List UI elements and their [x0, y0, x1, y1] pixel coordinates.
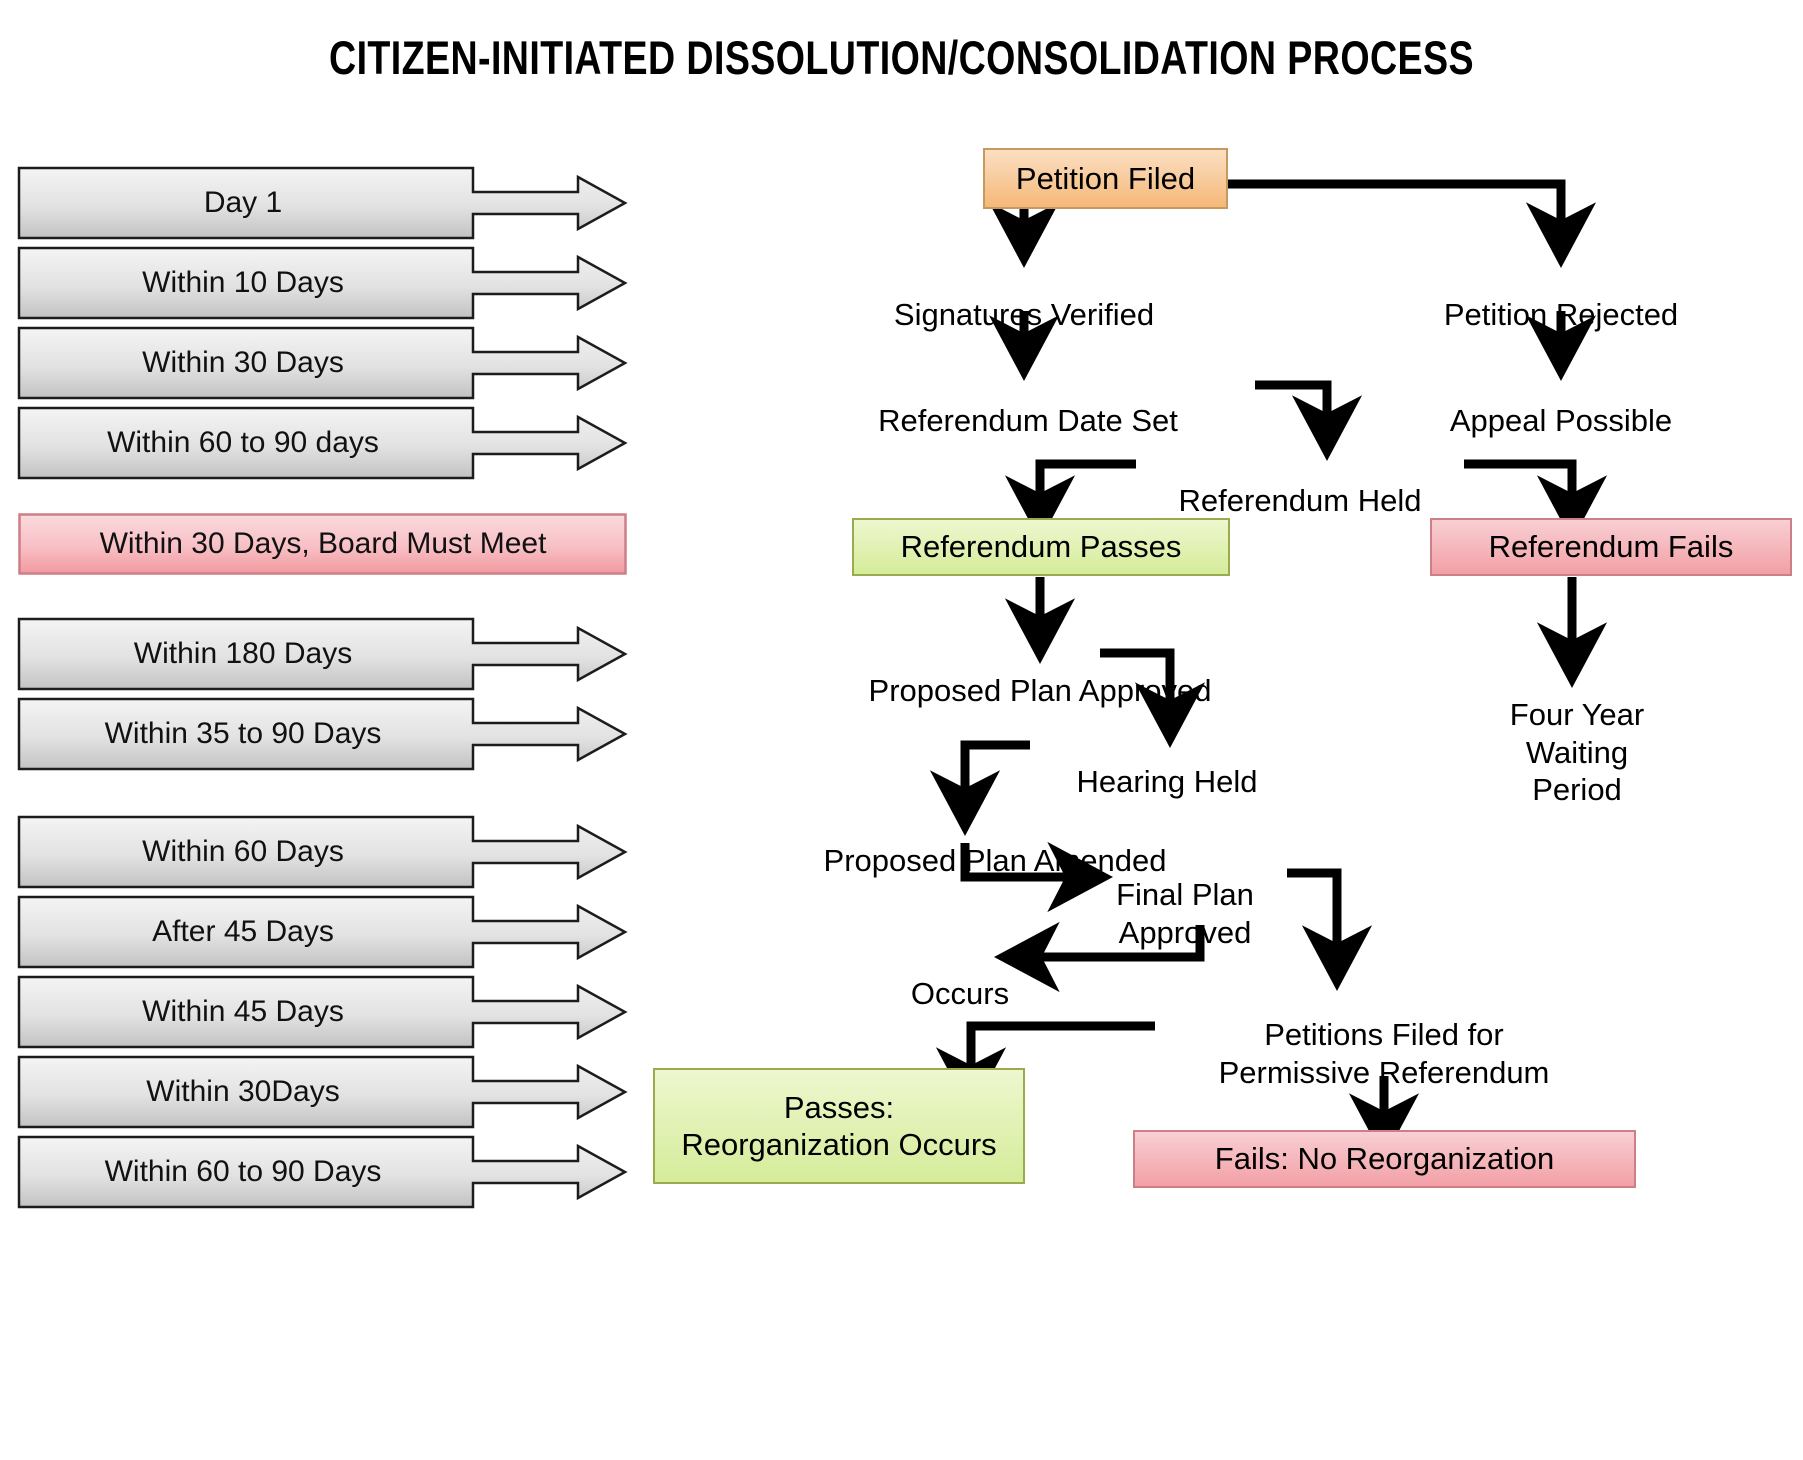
arrow-callout-shape: [17, 1055, 628, 1129]
flow-node-label: Petitions Filed for Permissive Referendu…: [1218, 1016, 1550, 1090]
flow-node-label: Passes: Reorganization Occurs: [681, 1089, 997, 1162]
flow-node-label: Petition Filed: [1015, 160, 1196, 196]
timeline-callout-after-45-days[interactable]: After 45 Days: [17, 895, 628, 969]
flow-node-final-plan-approved[interactable]: Final Plan Approved: [1085, 838, 1285, 951]
flow-node-proposed-plan-approved[interactable]: Proposed Plan Approved: [800, 634, 1280, 710]
edge-held-to-passes: [1004, 459, 1136, 542]
flow-node-label: Hearing Held: [1076, 763, 1258, 799]
arrow-callout-shape: [17, 246, 628, 320]
edge-final-plan-to-petitions: [1287, 868, 1373, 992]
timeline-box-board-must-meet[interactable]: Within 30 Days, Board Must Meet: [18, 513, 628, 575]
flow-node-proposed-plan-amended[interactable]: Proposed Plan Amended: [760, 804, 1230, 880]
timeline-callout-within-35-to-90-days[interactable]: Within 35 to 90 Days: [17, 697, 628, 771]
flow-node-signatures-verified[interactable]: Signatures Verified: [854, 258, 1194, 334]
flow-node-label: Referendum Passes: [900, 529, 1182, 565]
flow-node-passes-reorganization-occurs[interactable]: Passes: Reorganization Occurs: [653, 1068, 1025, 1184]
flow-node-petition-rejected[interactable]: Petition Rejected: [1391, 258, 1731, 334]
edge-dateset-to-held: [1255, 380, 1363, 462]
flow-node-label: Occurs: [910, 975, 1010, 1011]
flow-node-label: Proposed Plan Approved: [868, 672, 1212, 708]
flow-node-label: Four Year Waiting Period: [1509, 696, 1645, 808]
flow-node-referendum-date-set[interactable]: Referendum Date Set: [828, 364, 1228, 440]
edge-petition-to-rejected: [1228, 179, 1597, 269]
flow-node-label: Referendum Held: [1178, 482, 1422, 518]
arrow-callout-shape: [17, 697, 628, 771]
edge-hearing-to-plan-amended: [929, 740, 1030, 837]
flow-node-referendum-fails[interactable]: Referendum Fails: [1430, 518, 1792, 576]
timeline-callout-within-30days[interactable]: Within 30Days: [17, 1055, 628, 1129]
arrow-callout-shape: [17, 815, 628, 889]
flow-node-label: Signatures Verified: [893, 296, 1155, 332]
edge-held-to-fails: [1464, 459, 1608, 542]
rectangle-shape: [18, 513, 627, 575]
flow-node-referendum-held[interactable]: Referendum Held: [1140, 444, 1460, 520]
flow-node-label: Appeal Possible: [1449, 402, 1673, 438]
timeline-callout-within-45-days[interactable]: Within 45 Days: [17, 975, 628, 1049]
flow-node-label: Final Plan Approved: [1116, 876, 1254, 950]
arrow-callout-shape: [17, 617, 628, 691]
timeline-callout-within-60-to-90-days[interactable]: Within 60 to 90 days: [17, 406, 628, 480]
flow-node-petition-filed[interactable]: Petition Filed: [983, 148, 1228, 209]
flow-node-occurs[interactable]: Occurs: [890, 937, 1030, 1013]
arrow-callout-shape: [17, 1135, 628, 1209]
flow-node-appeal-possible[interactable]: Appeal Possible: [1391, 364, 1731, 440]
flow-node-hearing-held[interactable]: Hearing Held: [1032, 725, 1302, 801]
timeline-callout-within-180-days[interactable]: Within 180 Days: [17, 617, 628, 691]
timeline-callout-within-10-days[interactable]: Within 10 Days: [17, 246, 628, 320]
flow-node-label: Fails: No Reorganization: [1214, 1141, 1555, 1177]
flow-node-fails-no-reorganization[interactable]: Fails: No Reorganization: [1133, 1130, 1636, 1188]
arrow-callout-shape: [17, 166, 628, 240]
timeline-callout-within-60-days[interactable]: Within 60 Days: [17, 815, 628, 889]
arrow-callout-shape: [17, 895, 628, 969]
flow-node-four-year-waiting-period[interactable]: Four Year Waiting Period: [1452, 658, 1702, 809]
timeline-callout-within-60-to-90-days-2[interactable]: Within 60 to 90 Days: [17, 1135, 628, 1209]
flow-node-label: Referendum Fails: [1488, 529, 1734, 565]
page-title: CITIZEN-INITIATED DISSOLUTION/CONSOLIDAT…: [329, 31, 1474, 84]
timeline-callout-within-30-days[interactable]: Within 30 Days: [17, 326, 628, 400]
flow-node-label: Proposed Plan Amended: [823, 842, 1167, 878]
arrow-callout-shape: [17, 975, 628, 1049]
arrow-callout-shape: [17, 326, 628, 400]
flow-node-label: Referendum Date Set: [878, 402, 1178, 438]
flow-node-referendum-passes[interactable]: Referendum Passes: [852, 518, 1230, 576]
flow-node-petitions-filed-permissive-referendum[interactable]: Petitions Filed for Permissive Referendu…: [1149, 978, 1619, 1091]
flow-node-label: Petition Rejected: [1443, 296, 1679, 332]
timeline-callout-day-1[interactable]: Day 1: [17, 166, 628, 240]
arrow-callout-shape: [17, 406, 628, 480]
